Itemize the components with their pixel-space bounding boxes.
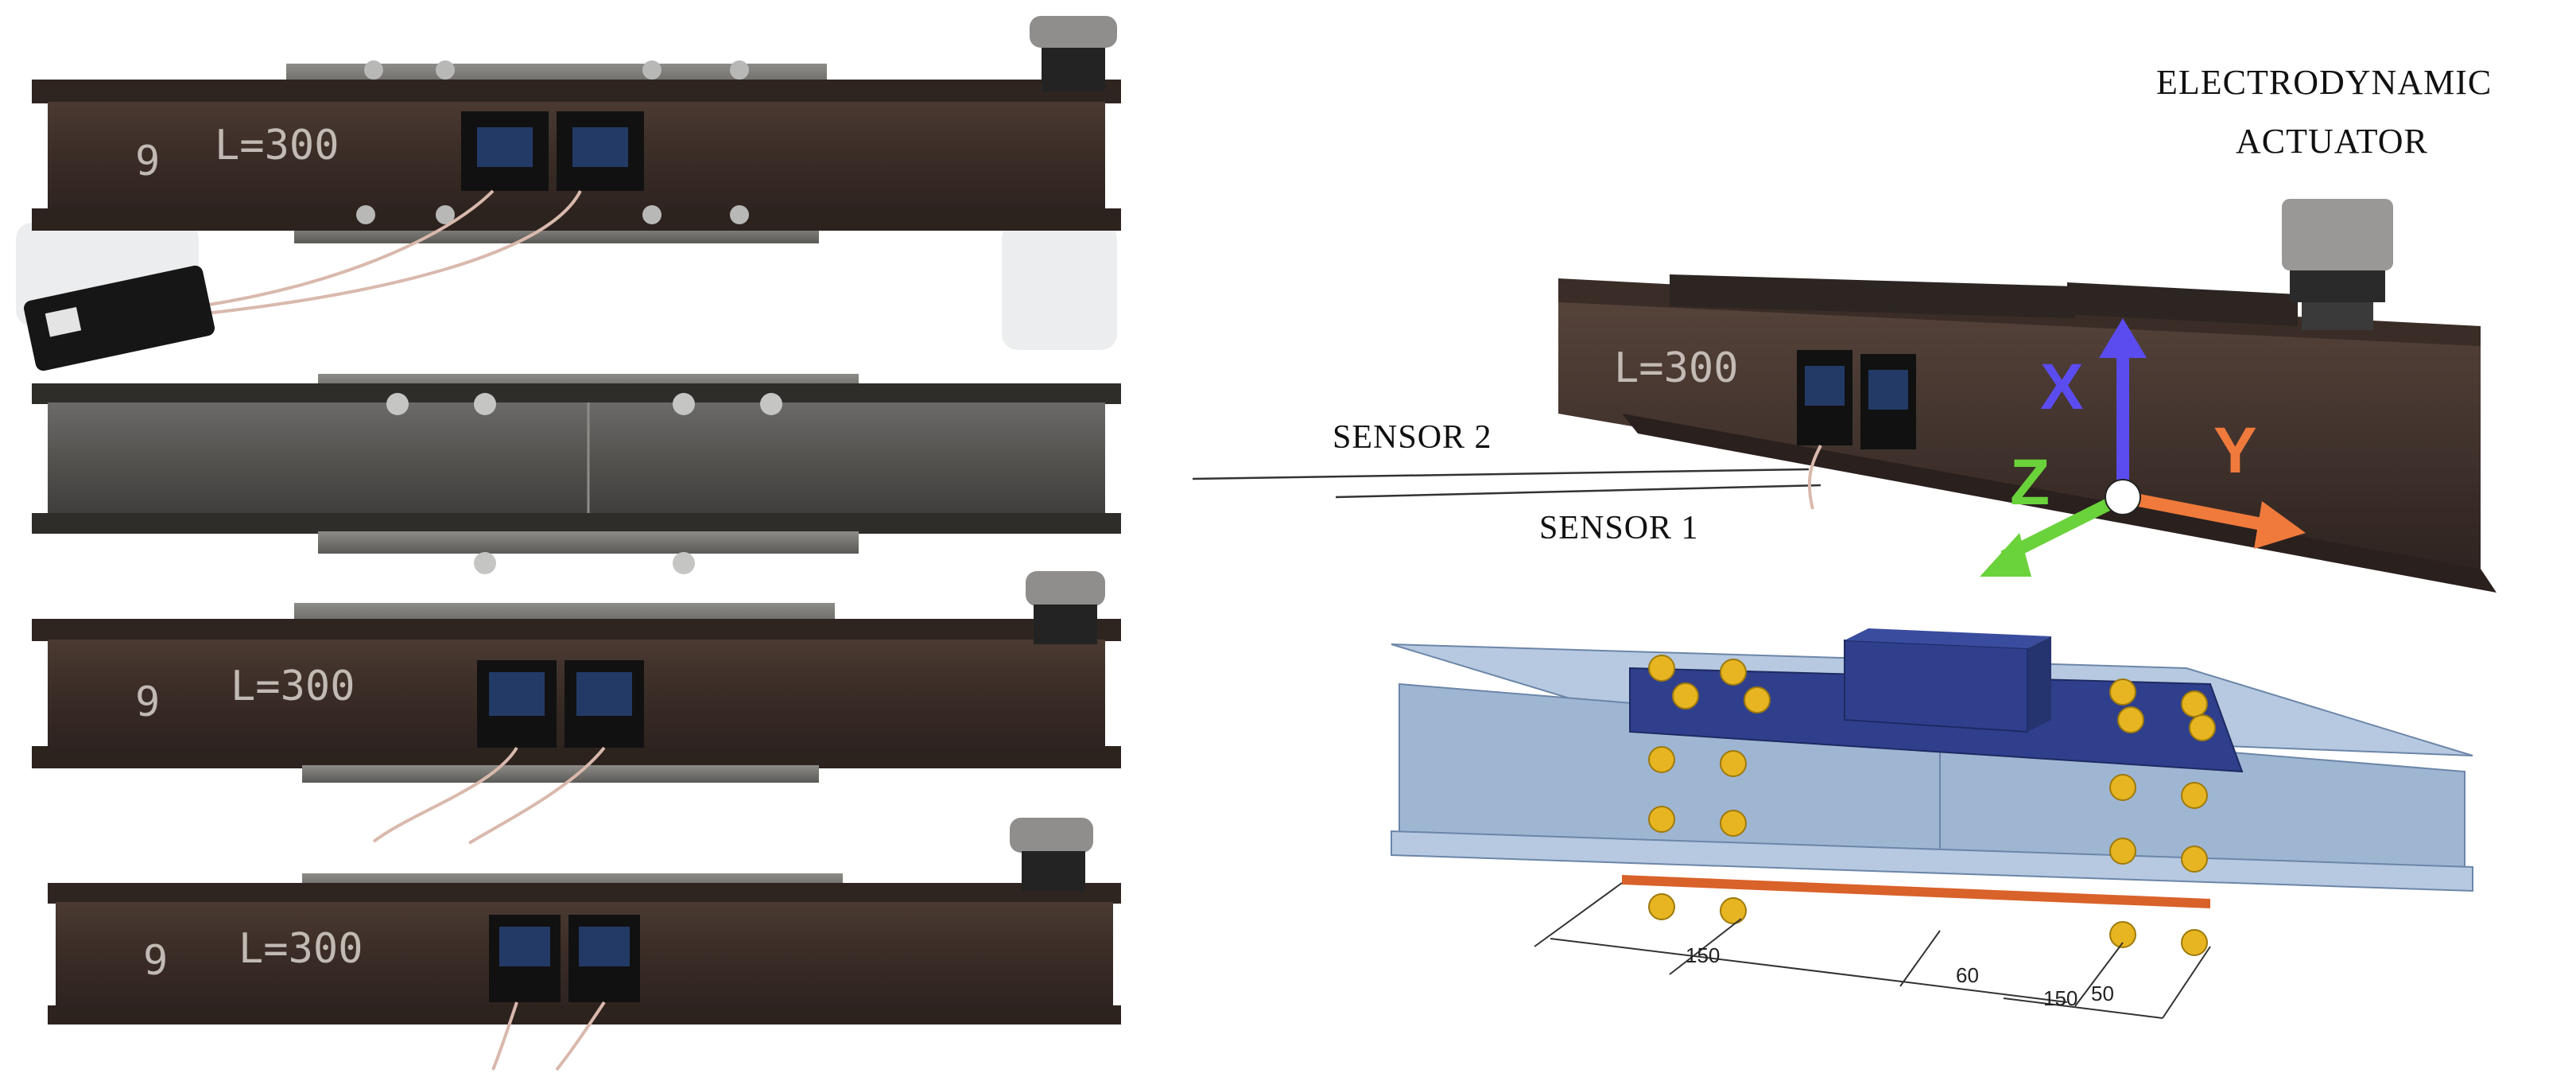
coordinate-axes xyxy=(1980,318,2306,577)
axis-label-x: X xyxy=(2040,351,2084,423)
actuator-icon xyxy=(2282,199,2393,330)
dimension-60: 60 xyxy=(1956,963,1979,987)
beam-marking-1: L=300 xyxy=(215,122,339,169)
dimension-150-left: 150 xyxy=(1686,943,1720,967)
beam-marking-4: L=300 xyxy=(239,925,363,973)
bolt-set xyxy=(1648,655,2216,956)
dimension-lines xyxy=(1534,882,2211,1019)
beam-photo-3: L=300 9 xyxy=(32,571,1121,845)
axis-label-z: Z xyxy=(2010,446,2050,519)
axis-label-y: Y xyxy=(2213,414,2257,487)
sensor2-leader-line xyxy=(1193,468,1810,480)
data-logger-device xyxy=(24,265,215,371)
z-axis-arrow xyxy=(2000,491,2126,563)
sensor1-leader-line xyxy=(1335,484,1821,499)
beam-number-1: 9 xyxy=(135,138,160,185)
actuator-label-line1: ELECTRODYNAMIC xyxy=(2156,63,2493,102)
sensor2-label: SENSOR 2 xyxy=(1333,419,1492,456)
beam-photo-2 xyxy=(32,374,1121,574)
beam-photo-4: L=300 9 xyxy=(48,818,1121,1071)
y-axis-arrow xyxy=(2121,491,2268,531)
cad-model-drawing: 150 60 150 50 xyxy=(1368,628,2528,1074)
beam-photo-1: L=300 9 xyxy=(16,16,1121,371)
beam-photo-stack: L=300 9 xyxy=(0,0,1145,1077)
setup-beam-marking: L=300 xyxy=(1614,344,1739,392)
experimental-setup-photo: L=300 ELECTRODYNAMIC ACTUATOR SENSOR 2 S… xyxy=(1193,0,2576,628)
beam-number-3: 9 xyxy=(135,678,160,726)
actuator-label-line2: ACTUATOR xyxy=(2236,122,2428,161)
dimension-150-right: 150 xyxy=(2043,986,2077,1010)
beam-marking-3: L=300 xyxy=(231,663,355,710)
sensor1-label: SENSOR 1 xyxy=(1539,510,1699,546)
dimension-50: 50 xyxy=(2091,982,2114,1005)
beam-number-4: 9 xyxy=(143,937,168,985)
